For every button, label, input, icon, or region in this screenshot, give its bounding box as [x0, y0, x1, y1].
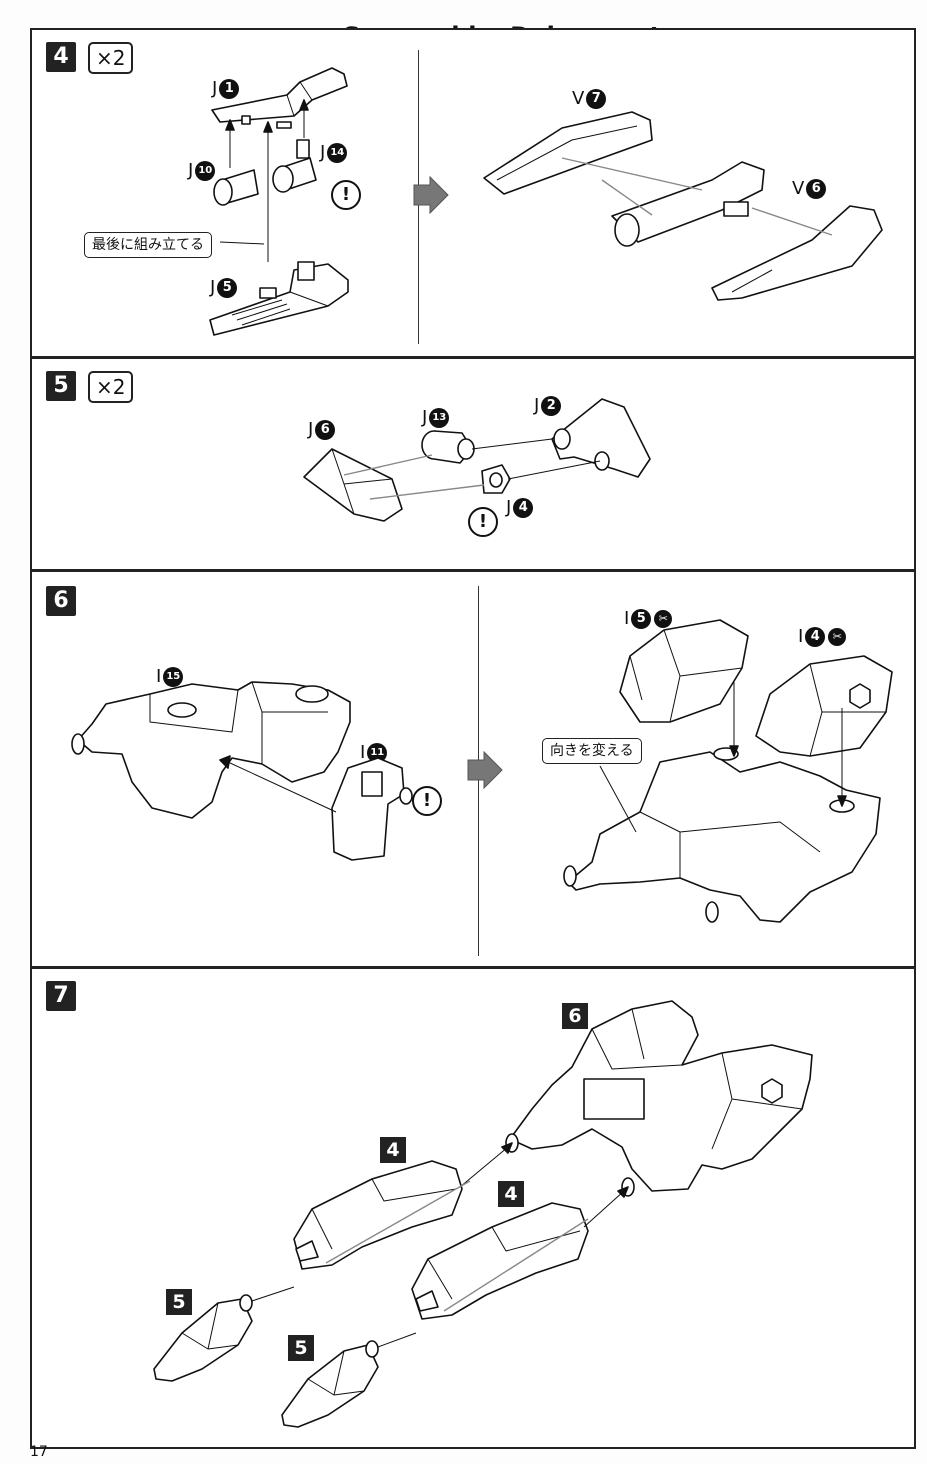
label-j1-letter: J — [212, 78, 218, 99]
label-i11-letter: I — [360, 742, 366, 763]
label-j13-num: 13 — [429, 408, 450, 428]
label-j10-num: 10 — [195, 161, 216, 181]
step-4-panel: 4 ×2 J 1 J 10 J 14 J 5 V 7 V 6 ! 最後に組み立て… — [30, 28, 916, 358]
ref-step-5-lower: 5 — [288, 1335, 314, 1361]
label-j13-letter: J — [422, 407, 428, 428]
label-v6: V 6 — [792, 178, 827, 200]
step-5-number: 5 — [46, 371, 76, 401]
label-v6-letter: V — [792, 178, 805, 199]
label-j6-num: 6 — [315, 420, 336, 440]
step-4-parts-left — [209, 67, 349, 336]
label-v7: V 7 — [572, 88, 607, 110]
label-i11-num: 11 — [367, 743, 388, 763]
label-i15-letter: I — [156, 666, 162, 687]
ref-step-5-upper: 5 — [166, 1289, 192, 1315]
step-4-multiplier: ×2 — [88, 42, 134, 74]
step-4-note: 最後に組み立てる — [84, 232, 212, 258]
ref-step-4-lower: 4 — [498, 1181, 524, 1207]
label-j5-letter: J — [210, 277, 216, 298]
label-j14: J 14 — [320, 142, 348, 164]
label-i4-letter: I — [798, 626, 804, 647]
label-i15: I 15 — [156, 666, 184, 688]
step-6-number: 6 — [46, 586, 76, 616]
label-j2: J 2 — [534, 395, 562, 417]
label-i4-num: 4 — [805, 627, 826, 647]
step-7-panel: 7 6 4 4 5 5 — [30, 967, 916, 1449]
step-7-parts — [153, 1000, 813, 1428]
label-v7-num: 7 — [586, 89, 607, 109]
label-i5-letter: I — [624, 608, 630, 629]
label-j14-letter: J — [320, 142, 326, 163]
label-j1: J 1 — [212, 78, 240, 100]
step-7-number: 7 — [46, 981, 76, 1011]
step-5-parts — [303, 398, 651, 522]
label-j2-letter: J — [534, 395, 540, 416]
warning-icon: ! — [331, 180, 361, 210]
label-j2-num: 2 — [541, 396, 562, 416]
step-4-parts-right — [483, 111, 883, 301]
step-5-panel: 5 ×2 J 6 J 13 J 2 J 4 ! — [30, 357, 916, 571]
step-6-parts-left — [71, 681, 413, 861]
step-5-multiplier: ×2 — [88, 371, 134, 403]
label-j5-num: 5 — [217, 278, 238, 298]
label-j10-letter: J — [188, 160, 194, 181]
label-j4-letter: J — [506, 497, 512, 518]
page-number: 17 — [30, 1444, 48, 1460]
label-i5-num: 5 — [631, 609, 652, 629]
label-i4: I 4 ✂ — [798, 626, 847, 648]
step-4-number: 4 — [46, 42, 76, 72]
label-v7-letter: V — [572, 88, 585, 109]
label-j4: J 4 — [506, 497, 534, 519]
label-v6-num: 6 — [806, 179, 827, 199]
step-6-next-arrow — [467, 750, 503, 790]
step-4-next-arrow — [413, 175, 449, 215]
label-j5: J 5 — [210, 277, 238, 299]
label-j4-num: 4 — [513, 498, 534, 518]
label-j6-letter: J — [308, 419, 314, 440]
nub-cut-icon: ✂ — [828, 628, 847, 646]
label-i11: I 11 — [360, 742, 388, 764]
warning-icon: ! — [468, 507, 498, 537]
label-j6: J 6 — [308, 419, 336, 441]
label-i5: I 5 ✂ — [624, 608, 673, 630]
nub-cut-icon: ✂ — [654, 610, 673, 628]
label-j10: J 10 — [188, 160, 216, 182]
label-j14-num: 14 — [327, 143, 348, 163]
step-6-note: 向きを変える — [542, 738, 642, 764]
warning-icon: ! — [412, 786, 442, 816]
step-6-panel: 6 I 15 I 11 I 5 ✂ I 4 ✂ ! 向きを変える — [30, 570, 916, 968]
ref-step-4-upper: 4 — [380, 1137, 406, 1163]
ref-step-6: 6 — [562, 1003, 588, 1029]
label-j1-num: 1 — [219, 79, 240, 99]
label-i15-num: 15 — [163, 667, 184, 687]
label-j13: J 13 — [422, 407, 450, 429]
step-6-parts-right — [563, 619, 893, 923]
